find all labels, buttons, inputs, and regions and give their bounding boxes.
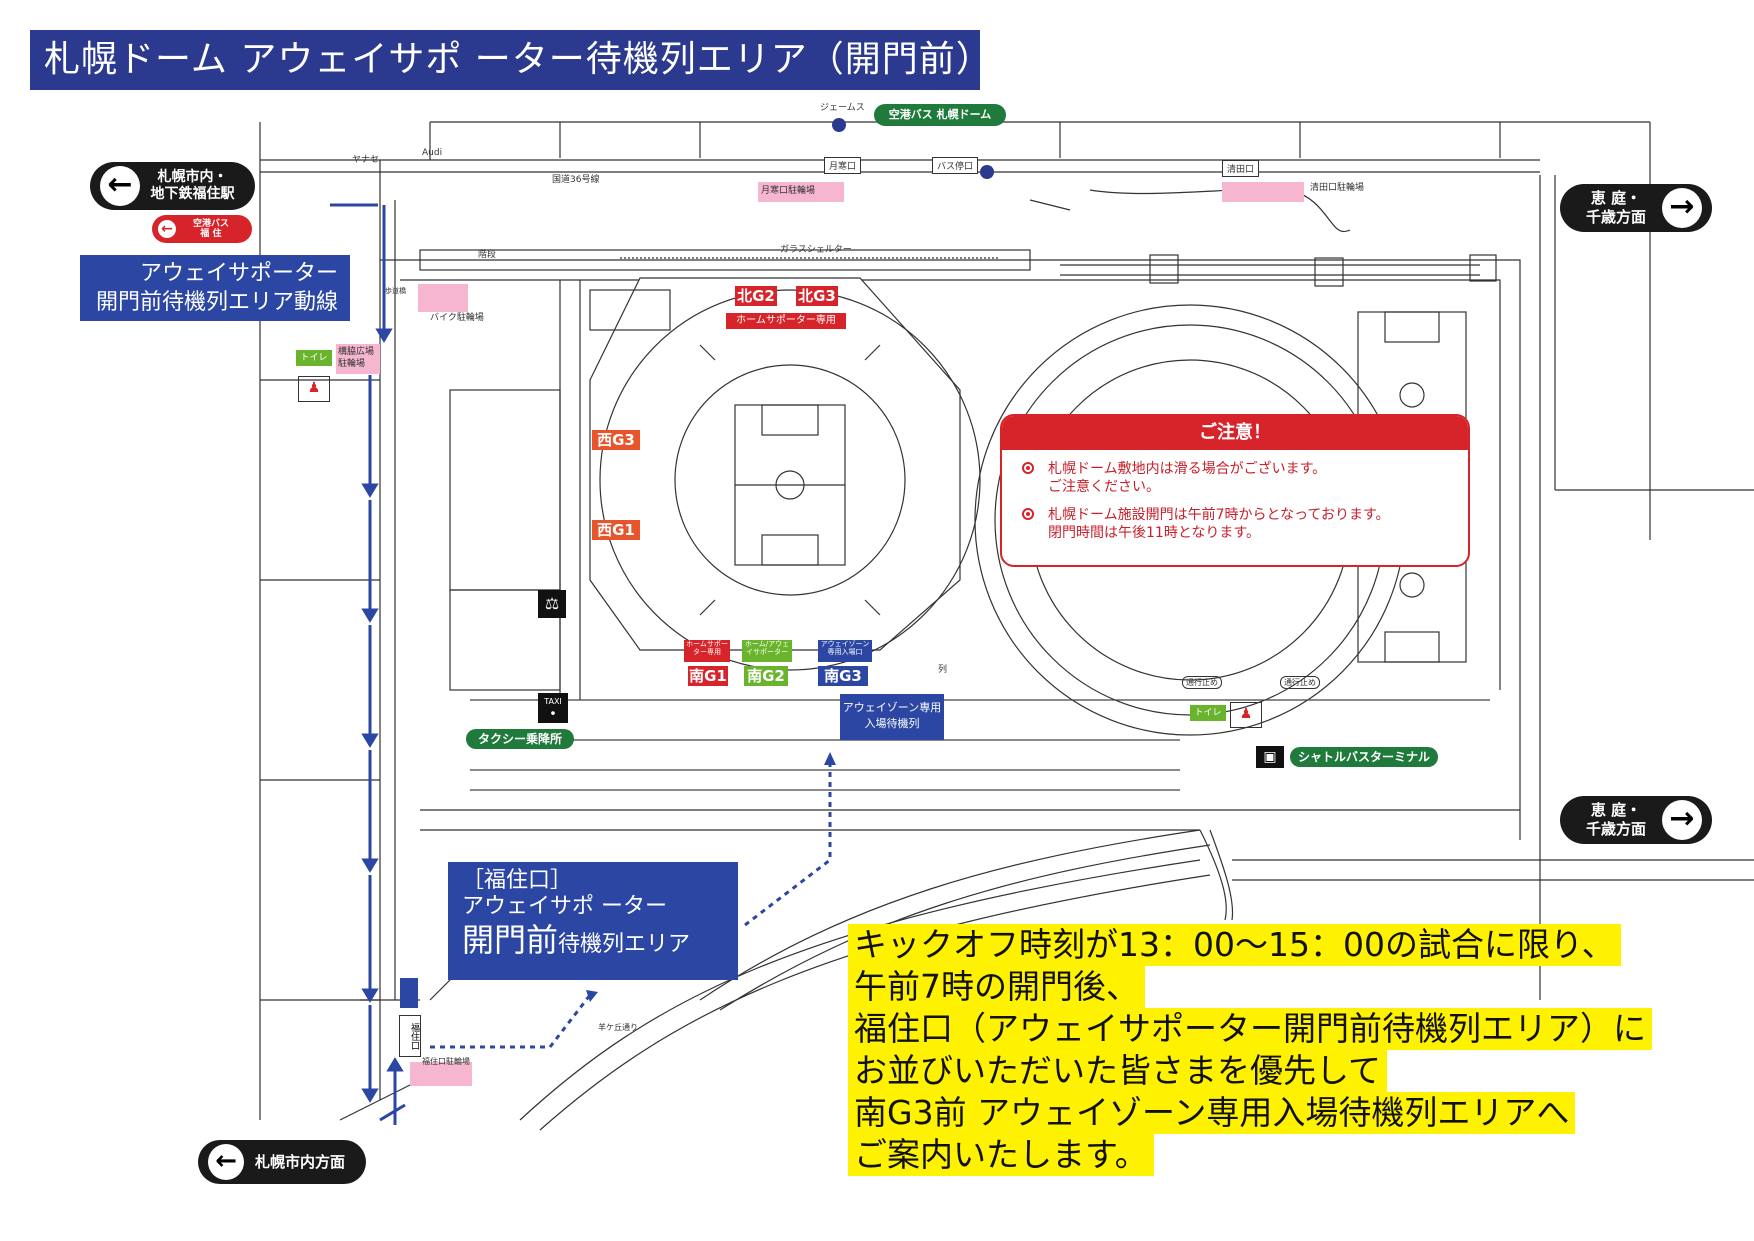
- fukuzumi-bike-label: 福住口駐輪場: [422, 1057, 470, 1066]
- gate-south-1-note: ホームサポーター専用: [684, 640, 730, 662]
- caution-text: ご注意ください。: [1048, 479, 1160, 495]
- airport-bus-dome-sign: 空港バス 札幌ドーム: [874, 104, 1006, 126]
- gate-west-1: 西G1: [592, 520, 640, 540]
- direction-label: 恵 庭・ 千歳方面: [1585, 801, 1646, 838]
- caution-item: 札幌ドーム敷地内は滑る場合がございます。 ご注意ください。: [1002, 460, 1468, 496]
- right-arrow-icon: →: [1662, 800, 1702, 840]
- smoking-area-icon: ⚖: [538, 590, 566, 618]
- taxi-stand-sign: タクシー乗降所: [466, 729, 574, 749]
- bullet-icon: [1022, 508, 1034, 520]
- direction-label: 恵 庭・ 千歳方面: [1585, 189, 1646, 226]
- yanase-label: ヤナセ: [352, 155, 380, 165]
- notice-line: キックオフ時刻が13：00～15：00の試合に限り、: [848, 924, 1621, 966]
- plaza-bike-parking: 構脇広場 駐輪場: [336, 344, 380, 374]
- gate-south-1: 南G1: [688, 666, 728, 686]
- fukuzumi-line4: 待機列エリア: [558, 932, 691, 957]
- route36-label: 国道36号線: [552, 175, 600, 185]
- caution-text: 札幌ドーム施設開門は午前7時からとなっております。: [1048, 507, 1390, 523]
- toilet-icon: ♟: [1230, 702, 1262, 728]
- gate-north-2: 北G2: [735, 286, 777, 306]
- notice-line: 午前7時の開門後、: [848, 966, 1145, 1008]
- caution-item: 札幌ドーム施設開門は午前7時からとなっております。 閉門時間は午後11時となりま…: [1002, 506, 1468, 542]
- priority-notice: キックオフ時刻が13：00～15：00の試合に限り、 午前7時の開門後、 福住口…: [848, 924, 1728, 1176]
- fukuzumi-waiting-area-box: ［福住口］ アウェイサポ ーター 開門前待機列エリア: [448, 862, 738, 980]
- kiyota-gate-label: 清田口: [1222, 160, 1260, 177]
- direction-sign-eniwa-chitose-top: 恵 庭・ 千歳方面 →: [1560, 184, 1712, 232]
- gate-north-3: 北G3: [796, 286, 838, 306]
- tsukisamu-gate-label: 月寒口: [824, 157, 862, 174]
- away-zone-entry-queue: アウェイゾーン専用 入場待機列: [840, 694, 944, 740]
- direction-label: 札幌市内・ 地下鉄福住駅: [150, 169, 235, 202]
- hitsujigaoka-label: 羊ケ丘通り: [598, 1023, 638, 1032]
- fukuzumi-line2: アウェイサポ ーター: [462, 894, 667, 919]
- direction-sign-sapporo-city: ← 札幌市内方面: [198, 1140, 366, 1184]
- caution-notice: ご注意！ 札幌ドーム敷地内は滑る場合がございます。 ご注意ください。 札幌ドーム…: [1000, 414, 1470, 567]
- bus-stop-gate-label: バス停口: [932, 157, 979, 174]
- direction-sign-eniwa-chitose-bottom: 恵 庭・ 千歳方面 →: [1560, 796, 1712, 844]
- right-arrow-icon: →: [1662, 188, 1702, 228]
- page-title: 札幌ドーム アウェイサポ ーター待機列エリア（開門前）: [30, 30, 992, 90]
- fukuzumi-queue-marker: [400, 978, 418, 1008]
- notice-line: 福住口（アウェイサポーター開門前待機列エリア）に: [848, 1008, 1652, 1050]
- home-supporter-only-label: ホームサポーター専用: [726, 313, 846, 329]
- toilet-sign-right: トイレ: [1190, 705, 1226, 721]
- bike-parking: [418, 284, 468, 312]
- walkway-label: 歩道橋: [385, 287, 406, 295]
- direction-label: 札幌市内方面: [254, 1152, 345, 1171]
- kiyota-bike-parking: [1222, 182, 1304, 202]
- toilet-icon: ♟: [298, 376, 330, 402]
- left-arrow-icon: ←: [100, 166, 140, 206]
- bullet-icon: [1022, 462, 1034, 474]
- no-entry-label: 通行止め: [1280, 676, 1320, 689]
- stairs-label: 階段: [478, 250, 497, 260]
- bus-label: 空港バス 福 住: [192, 219, 229, 239]
- bus-stop-icon: [832, 118, 846, 132]
- kiyota-bike-label: 清田口駐輪場: [1310, 183, 1365, 193]
- caution-text: 閉門時間は午後11時となります。: [1048, 525, 1260, 541]
- tsukisamu-bike-parking: 月寒口駐輪場: [758, 182, 844, 202]
- caution-text: 札幌ドーム敷地内は滑る場合がございます。: [1048, 461, 1327, 477]
- shuttle-bus-terminal-sign: シャトルバスターミナル: [1290, 747, 1438, 767]
- fukuzumi-line3: 開門前: [462, 921, 559, 959]
- gate-south-2-note: ホーム/アウェイサポーター: [742, 640, 792, 662]
- gate-west-3: 西G3: [592, 430, 640, 450]
- bus-stop-icon: [980, 165, 994, 179]
- fukuzumi-line1: ［福住口］: [462, 868, 573, 893]
- route-legend: アウェイサポーター 開門前待機列エリア動線: [80, 255, 350, 321]
- no-entry-label: 通行止め: [1182, 676, 1222, 689]
- glass-shelter-label: ガラスシェルター: [780, 245, 852, 255]
- left-arrow-icon: ←: [158, 220, 176, 238]
- toilet-sign-left: トイレ: [296, 350, 332, 366]
- notice-line: 南G3前 アウェイゾーン専用入場待機列エリアへ: [848, 1092, 1576, 1134]
- fukuzumi-bike-parking: [410, 1062, 472, 1086]
- direction-sign-sapporo-fukuzumi: ← 札幌市内・ 地下鉄福住駅: [90, 162, 255, 210]
- airport-bus-fukuzumi-sign: ← 空港バス 福 住: [152, 215, 252, 243]
- fukuzumi-line3-4: 開門前待機列エリア: [462, 920, 724, 966]
- audi-label: Audi: [422, 148, 443, 158]
- bike-parking-label: バイク駐輪場: [430, 313, 484, 323]
- taxi-icon: TAXI⚫: [538, 693, 568, 723]
- caution-heading: ご注意！: [1002, 416, 1468, 450]
- left-arrow-icon: ←: [208, 1144, 244, 1180]
- notice-line: ご案内いたします。: [848, 1134, 1154, 1176]
- taxi-sign-text: TAXI: [544, 697, 562, 706]
- james-label: ジェームス: [820, 103, 865, 113]
- gate-south-2: 南G2: [744, 666, 788, 686]
- notice-line: お並びいただいた皆さまを優先して: [848, 1050, 1388, 1092]
- fukuzumi-gate-label: 福住口: [399, 1015, 421, 1057]
- bus-icon: ▣: [1256, 746, 1284, 768]
- row-label: 列: [938, 665, 948, 675]
- gate-south-3-note: アウェイゾーン専用入場口: [818, 640, 872, 662]
- gate-south-3: 南G3: [818, 666, 868, 686]
